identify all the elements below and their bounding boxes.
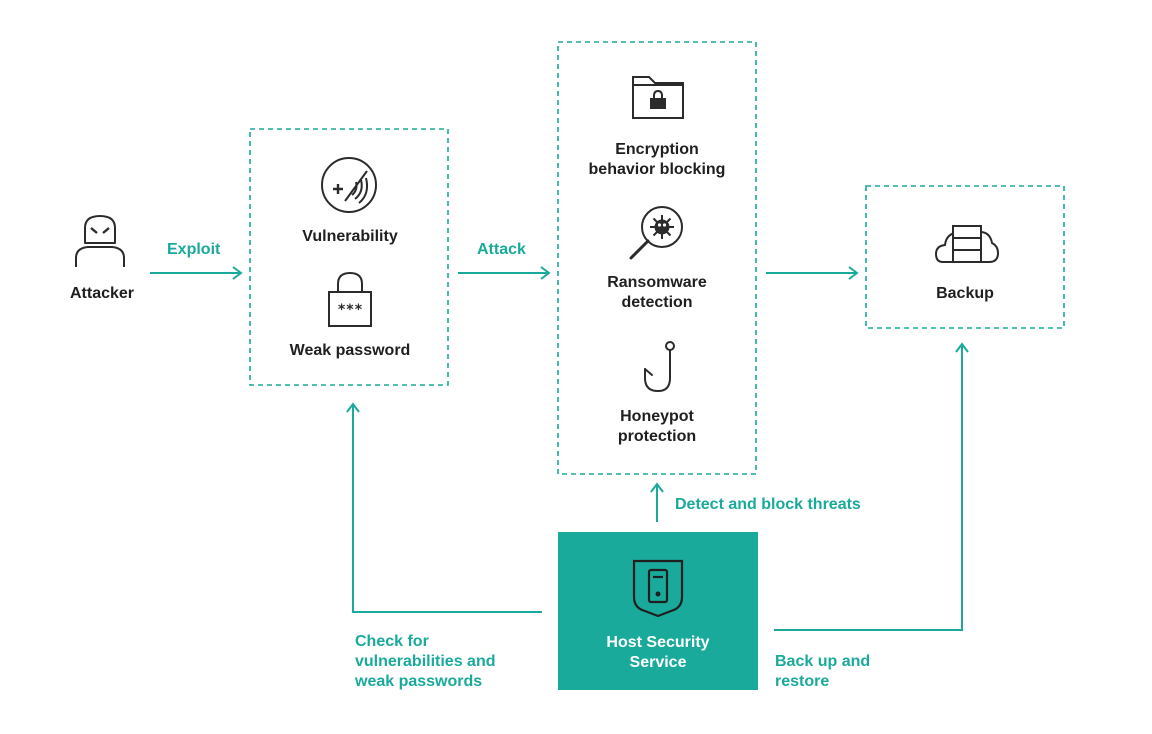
host-security-box: [558, 532, 758, 690]
protection-group-box: [557, 41, 757, 475]
detect-block-label: Detect and block threats: [675, 496, 861, 513]
svg-text:***: ***: [337, 302, 362, 318]
ransomware-label: Ransomware detection: [607, 274, 707, 311]
vulnerability-group-box: [249, 128, 449, 386]
shield-server-icon: [632, 559, 684, 618]
locked-folder-icon: [632, 76, 684, 119]
backup-restore-label: Back up and restore: [775, 653, 871, 690]
host-security-label: Host Security Service: [606, 634, 710, 671]
magnifier-virus-icon: [629, 206, 683, 260]
backup-group-box: [865, 185, 1065, 329]
weak-password-label: Weak password: [289, 342, 411, 359]
check-arrow: [346, 402, 542, 613]
encryption-label: Encryption behavior blocking: [588, 141, 726, 178]
padlock-password-icon: ***: [328, 271, 372, 327]
exploit-label: Exploit: [167, 241, 221, 258]
hooded-attacker-icon: [75, 215, 125, 267]
attack-label: Attack: [477, 241, 526, 258]
cloud-server-icon: [934, 225, 1000, 263]
fishhook-icon: [644, 341, 675, 393]
vulnerability-label: Vulnerability: [302, 228, 398, 245]
check-label: Check for vulnerabilities and weak passw…: [355, 633, 496, 690]
honeypot-label: Honeypot protection: [617, 408, 697, 445]
backup-label: Backup: [936, 285, 994, 302]
backup-restore-arrow: [774, 342, 969, 631]
attacker-label: Attacker: [69, 285, 135, 302]
signal-plus-icon: [321, 157, 377, 213]
